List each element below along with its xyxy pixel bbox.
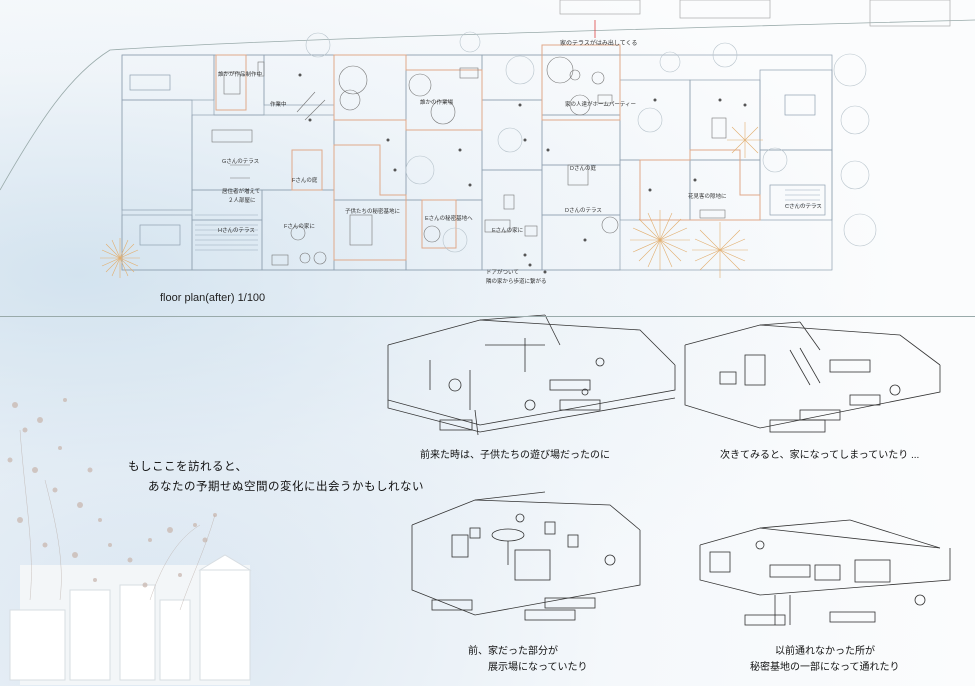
grey-trees	[305, 31, 877, 253]
caption-sketch-3-line-2: 展示場になっていたり	[488, 662, 588, 673]
plan-label: Dさんの庭	[570, 166, 596, 172]
model-photo	[9, 554, 252, 685]
plan-label: Fさんの家に	[284, 224, 315, 230]
neighbor-building	[869, 0, 951, 27]
plan-label: 作業中	[270, 102, 287, 108]
plan-label: ２人部屋に	[228, 198, 256, 204]
sketch-3	[411, 491, 641, 621]
plan-label: Cさんのテラス	[785, 204, 822, 210]
plan-label: 家の人達がホームパーティー	[565, 102, 637, 108]
sketch-1	[387, 314, 676, 436]
plan-label: 家のテラスがはみ出してくる	[560, 41, 638, 47]
scatter-marks	[298, 73, 747, 274]
plan-label: Hさんのテラス	[218, 228, 255, 234]
caption-sketch-2: 次きてみると、家になってしまっていたり ...	[720, 450, 920, 461]
plan-label: Fさんの庭	[292, 178, 318, 184]
caption-sketch-3-line-1: 前、家だった部分が	[468, 646, 558, 657]
neighbor-building	[679, 0, 771, 19]
plan-title: floor plan(after) 1/100	[160, 292, 266, 304]
caption-sketch-4-line-2: 秘密基地の一部になって通れたり	[750, 662, 900, 673]
plan-label: 隣の家から歩道に繋がる	[486, 279, 547, 285]
caption-sketch-4-line-1: 以前通れなかった所が	[775, 646, 875, 657]
orange-trees	[100, 122, 763, 278]
caption-sketch-1: 前来た時は、子供たちの遊び場だったのに	[420, 450, 610, 461]
plan-label: 居住者が増えて	[222, 189, 261, 195]
section-divider	[0, 316, 975, 317]
headline-line-1: もしここを訪れると、	[128, 461, 248, 473]
furniture	[211, 56, 727, 266]
sketch-4	[699, 519, 951, 626]
plan-label: Gさんのテラス	[222, 159, 260, 165]
neighbor-building	[559, 0, 641, 15]
plan-label: ドアがついて	[486, 270, 519, 276]
site-boundary	[0, 19, 975, 191]
dried-flowers	[7, 398, 217, 588]
plan-label: 誰かの作業場	[420, 100, 454, 106]
terrace-hatch	[195, 189, 820, 251]
plan-label: Dさんのテラス	[565, 208, 602, 214]
headline-line-2: あなたの予期せぬ空間の変化に出会うかもしれない	[148, 481, 424, 493]
plan-label: Eさんの秘密基地へ	[425, 216, 473, 222]
plan-label: 誰かが作品制作中	[218, 72, 263, 78]
plan-label: Eさんの家に	[492, 228, 524, 234]
plan-label: 子供たちの秘密基地に	[345, 209, 401, 215]
flower-stems	[19, 429, 216, 611]
sketch-2	[684, 321, 941, 433]
plan-label: 花見客の隙地に	[688, 194, 727, 200]
